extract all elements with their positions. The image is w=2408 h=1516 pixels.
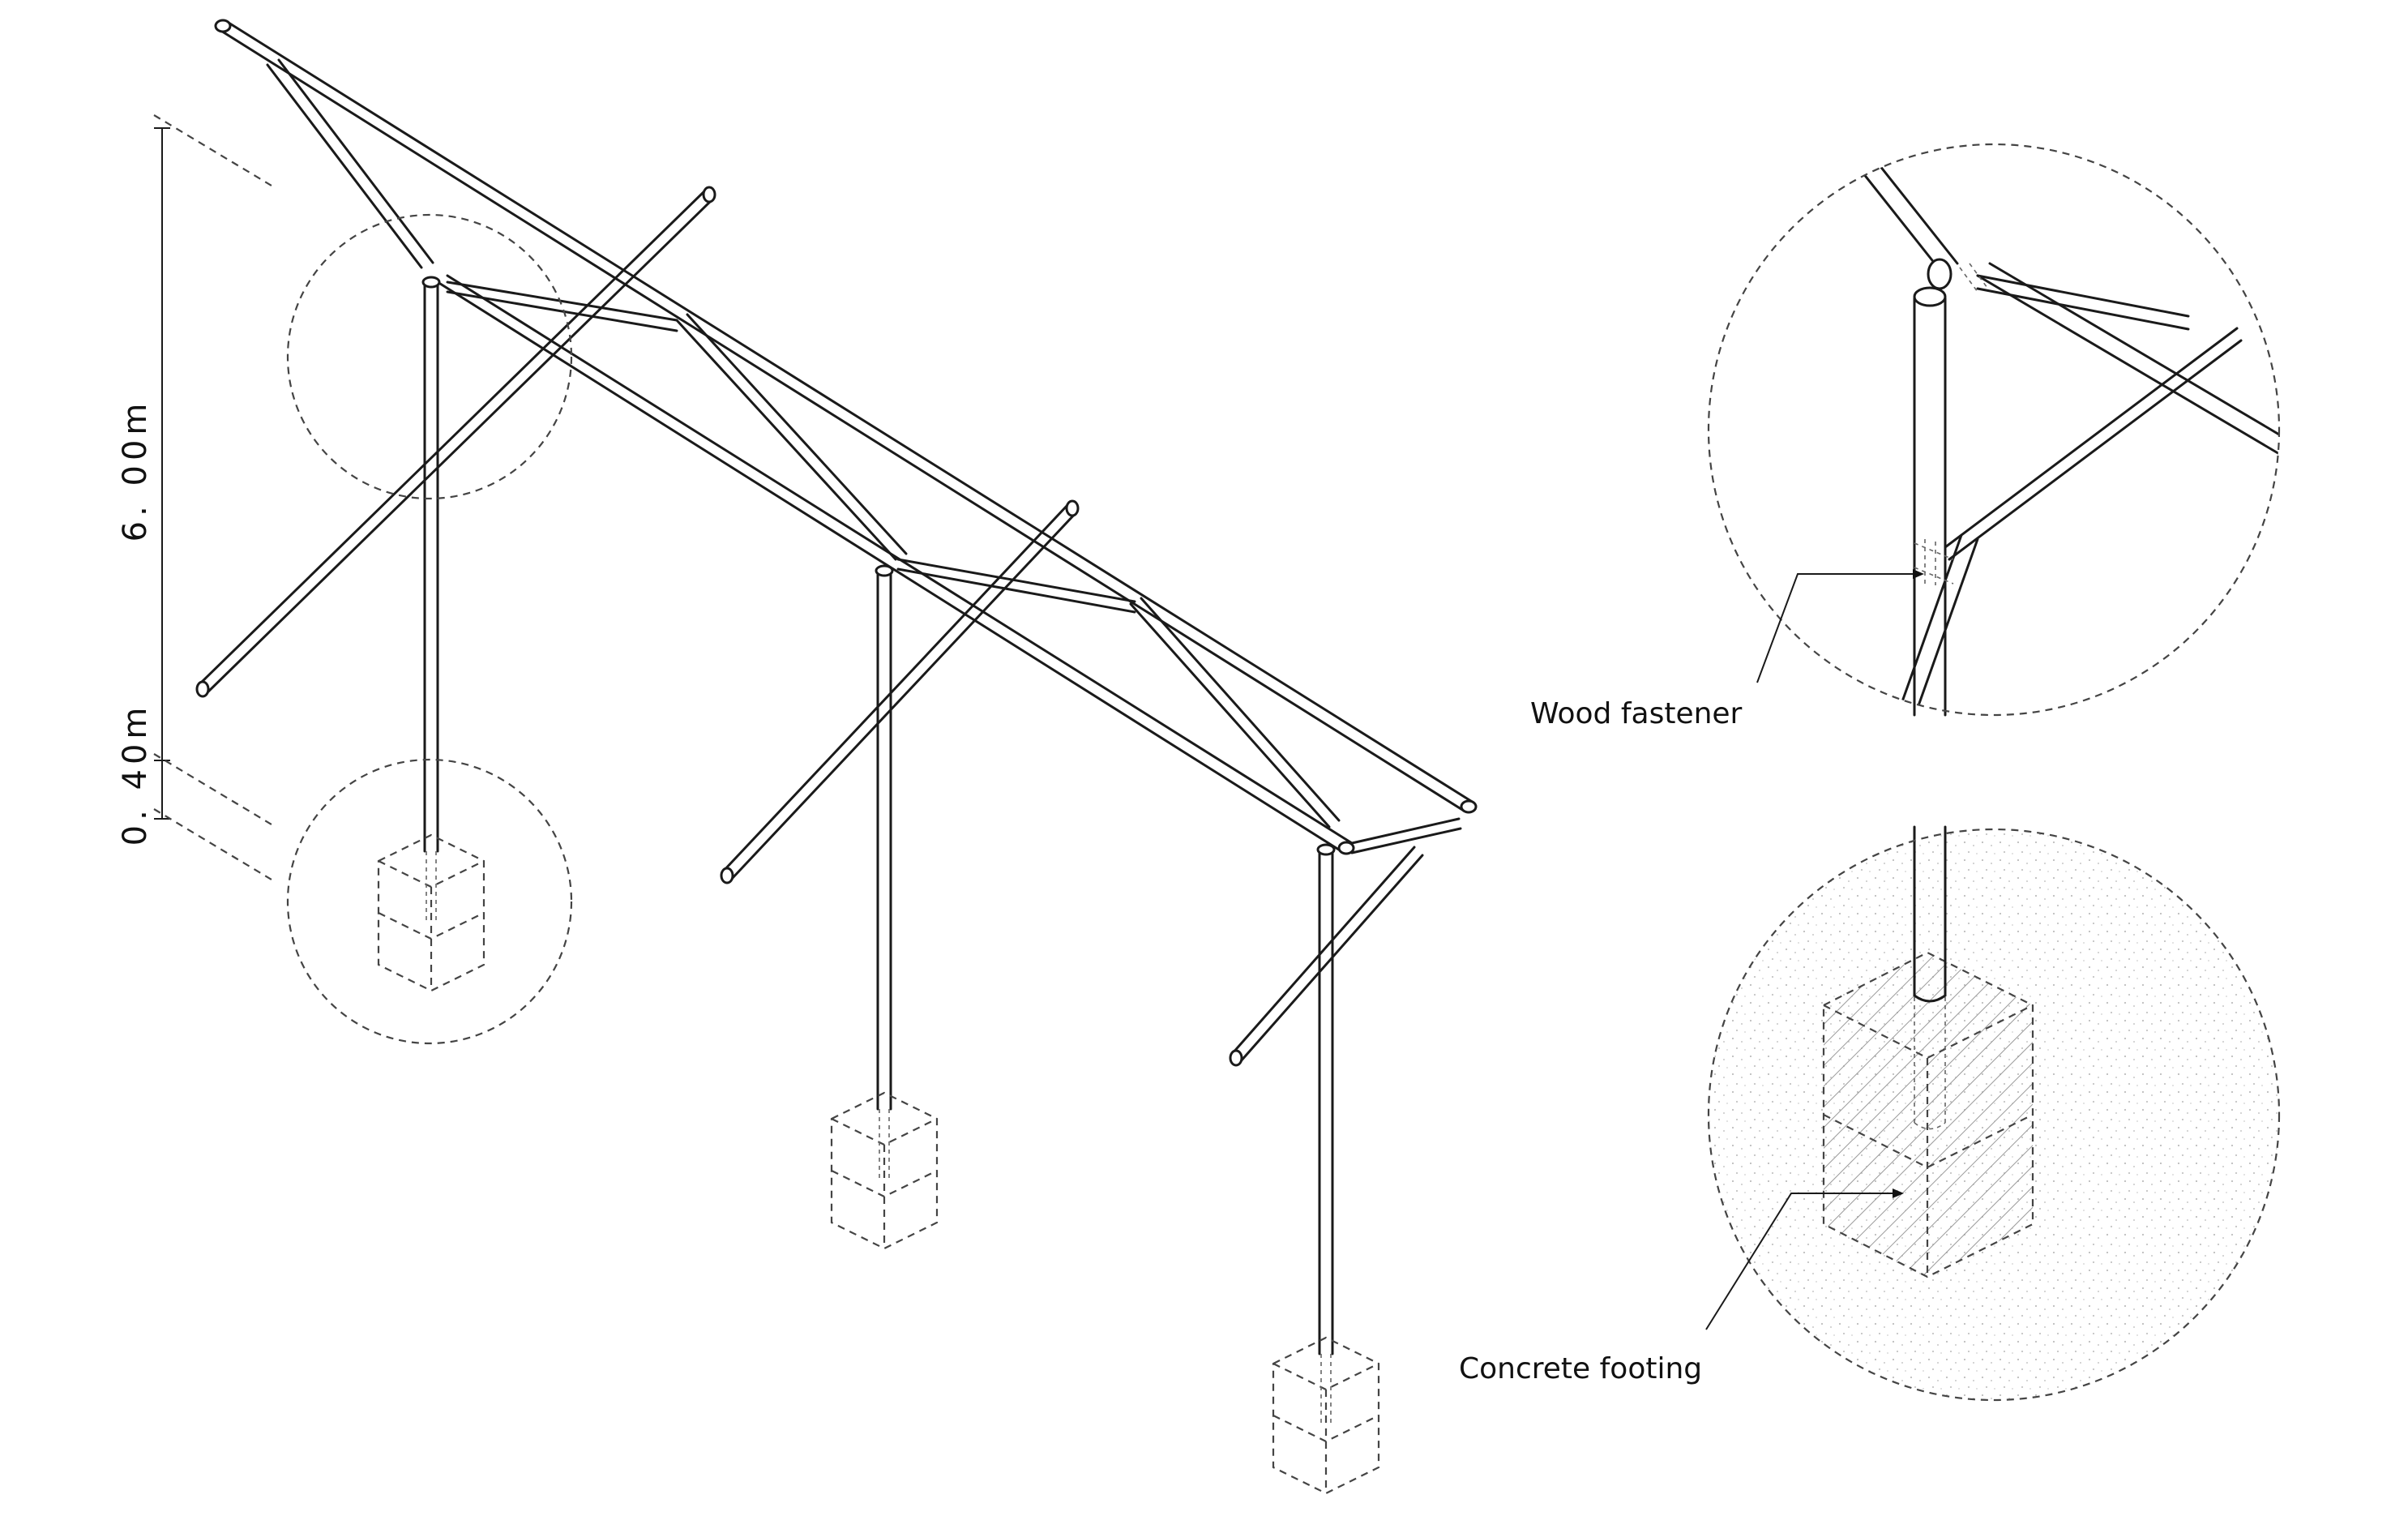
detail-marker-joint [286, 213, 573, 500]
detail-marker-footing [286, 758, 573, 1045]
dimension-lines [153, 114, 276, 883]
wood-fastener-leader [1756, 569, 1924, 683]
diagonal-brace [197, 189, 707, 687]
frame-structure [195, 19, 1478, 1355]
footing-right [1272, 1336, 1380, 1495]
dimension-upper-label: 6. 00m [117, 399, 154, 542]
wood-fastener-label: Wood fastener [1530, 697, 1743, 730]
concrete-footing-label: Concrete footing [1459, 1352, 1702, 1385]
detail-footing [1707, 825, 2281, 1402]
top-chord [216, 27, 1465, 812]
truss-diagonal [266, 63, 423, 269]
footing-middle [830, 1091, 939, 1250]
cross-member [446, 281, 678, 322]
dimension-lower-label: 0. 40m [117, 703, 154, 846]
detail-joint [1707, 143, 2281, 717]
concrete-footing-leader [1705, 1188, 1904, 1330]
footing-left [377, 833, 485, 992]
